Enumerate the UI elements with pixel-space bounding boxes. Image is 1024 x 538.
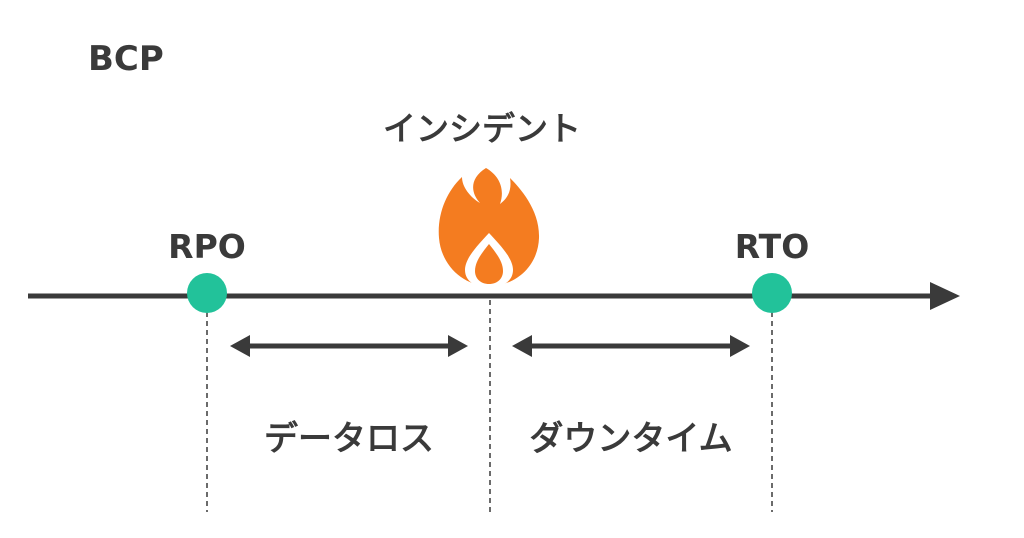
fire-icon xyxy=(438,168,540,288)
data-loss-label: データロス xyxy=(264,419,434,459)
rto-label: RTO xyxy=(735,227,810,266)
downtime-arrow xyxy=(512,335,750,357)
rto-marker xyxy=(752,273,792,313)
timeline-arrowhead xyxy=(930,282,960,310)
rpo-marker xyxy=(187,273,227,313)
downtime-label: ダウンタイム xyxy=(529,419,732,459)
incident-label: インシデント xyxy=(383,109,581,148)
flame-outer-shape xyxy=(438,168,540,286)
diagram-title: BCP xyxy=(88,39,164,79)
rpo-label: RPO xyxy=(168,227,246,266)
flame-core-shape xyxy=(475,244,503,284)
data-loss-arrow xyxy=(230,335,468,357)
